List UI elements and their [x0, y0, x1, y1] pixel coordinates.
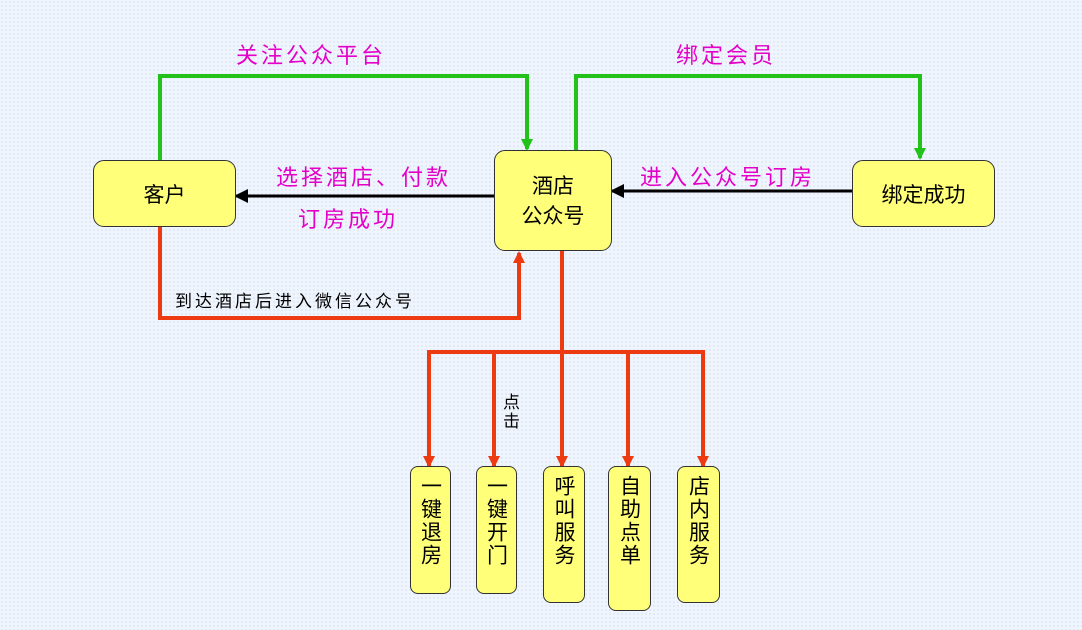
choose-pay-label: 选择酒店、付款	[276, 166, 452, 191]
hotel-account-node: 酒店 公众号	[494, 150, 612, 251]
in-store-service-label: 店内服务	[686, 475, 711, 567]
bind-success-label: 绑定成功	[881, 182, 966, 207]
bind-member-arrow	[574, 74, 926, 160]
checkout-node: 一键退房	[410, 466, 451, 594]
follow-platform-arrow	[158, 74, 533, 160]
open-door-node: 一键开门	[476, 466, 517, 594]
arrive-enter-label: 到达酒店后进入微信公众号	[175, 292, 415, 312]
in-store-service-node: 店内服务	[677, 466, 720, 603]
arrive-enter-arrow	[158, 227, 525, 320]
enter-book-label: 进入公众号订房	[640, 166, 816, 191]
customer-node: 客户	[93, 160, 236, 227]
self-order-label: 自助点单	[617, 475, 642, 567]
call-service-label: 呼叫服务	[552, 475, 576, 567]
bind-member-label: 绑定会员	[676, 44, 777, 69]
bind-success-node: 绑定成功	[852, 160, 995, 227]
hotel-account-label-line2: 公众号	[521, 203, 585, 228]
follow-platform-label: 关注公众平台	[236, 44, 387, 69]
self-order-node: 自助点单	[608, 466, 651, 611]
book-success-label: 订房成功	[298, 208, 399, 233]
call-service-node: 呼叫服务	[543, 466, 585, 603]
checkout-label: 一键退房	[418, 475, 443, 567]
click-label: 点击	[499, 393, 519, 431]
customer-label: 客户	[143, 182, 186, 207]
open-door-label: 一键开门	[484, 475, 509, 567]
hotel-account-label-line1: 酒店	[532, 173, 574, 198]
